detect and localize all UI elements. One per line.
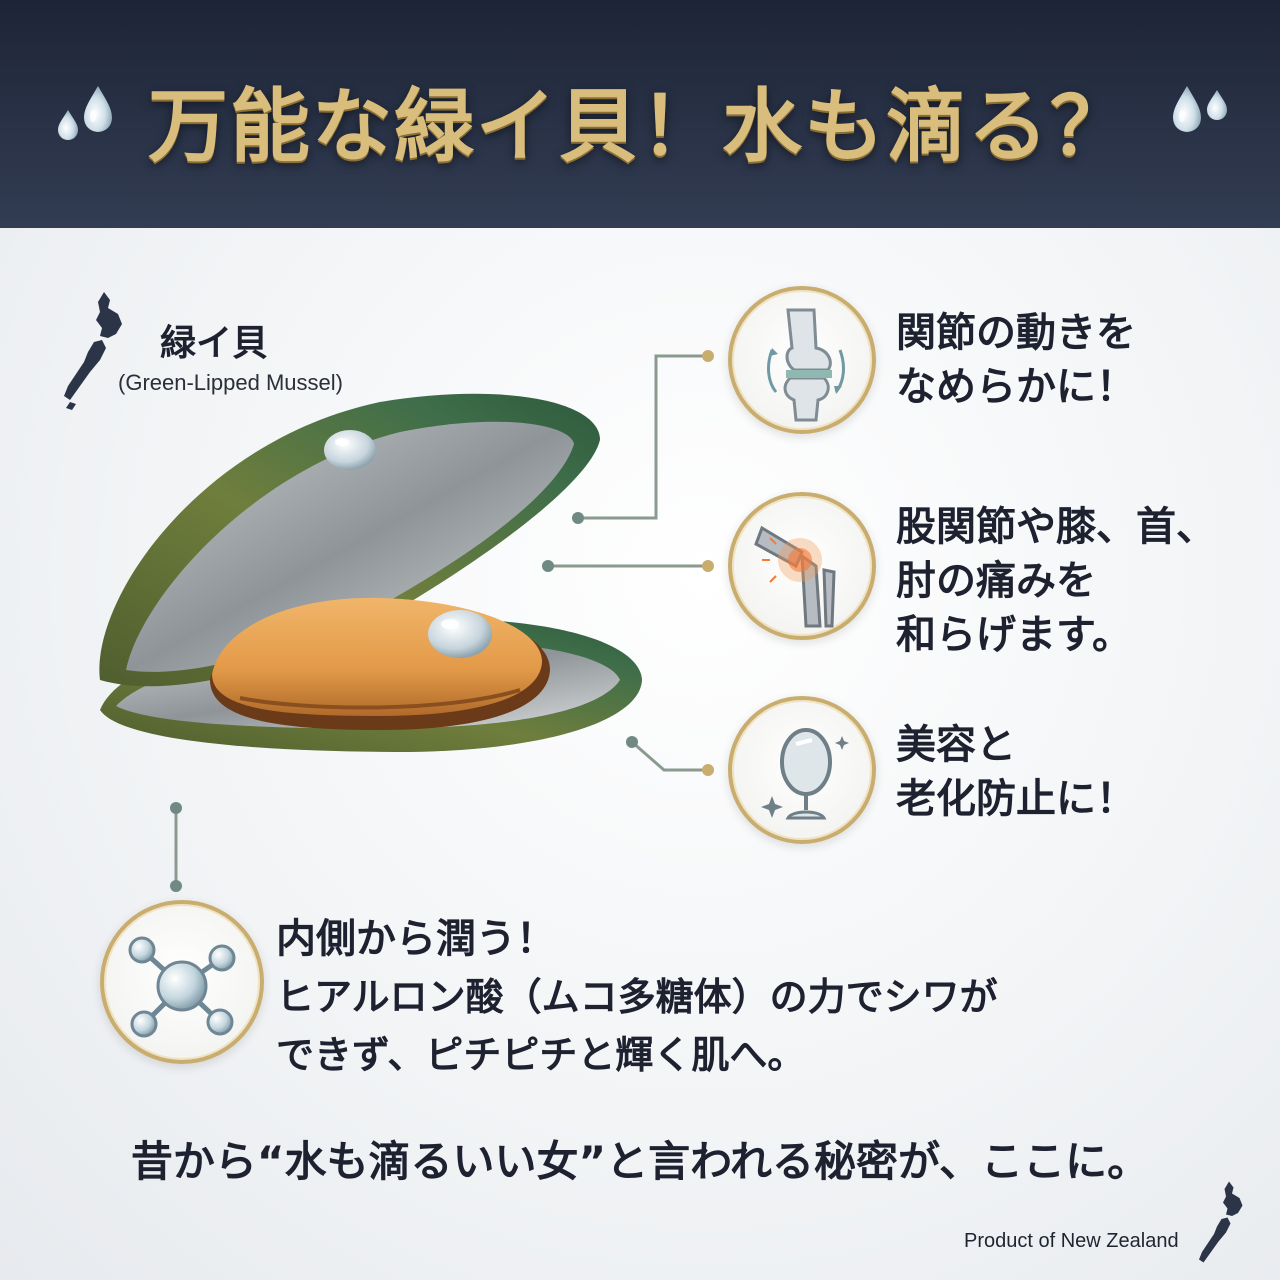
origin-label: Product of New Zealand [964, 1230, 1179, 1252]
mirror-icon [728, 696, 876, 844]
knee-joint-icon [728, 286, 876, 434]
header-banner [0, 0, 1280, 228]
benefit-text: 関節の動きを なめらかに！ [896, 310, 1136, 410]
hydration-description: ヒアルロン酸（ムコ多糖体）の力でシワが できず、ピチピチと輝く肌へ。 [276, 975, 998, 1077]
knee-pain-icon [728, 492, 876, 640]
molecule-icon [100, 900, 264, 1064]
hydration-title: 内側から潤う！ [276, 916, 556, 962]
water-drop-icon [50, 86, 120, 146]
new-zealand-map-icon [1196, 1180, 1256, 1274]
page-title: 万能な緑イ貝！水も滴る？ [148, 80, 1132, 173]
benefit-text: 美容と 老化防止に！ [896, 722, 1136, 822]
species-name: 緑イ貝 [160, 323, 269, 364]
green-lipped-mussel-illustration [80, 380, 660, 784]
water-drop-icon [1165, 86, 1235, 146]
species-latin-name: (Green-Lipped Mussel) [118, 370, 343, 395]
new-zealand-map-icon [60, 290, 140, 414]
benefit-text: 股関節や膝、首、 肘の痛みを 和らげます。 [896, 504, 1216, 658]
tagline: 昔から“水も滴るいい女”と言われる秘密が、ここに。 [130, 1137, 1150, 1186]
